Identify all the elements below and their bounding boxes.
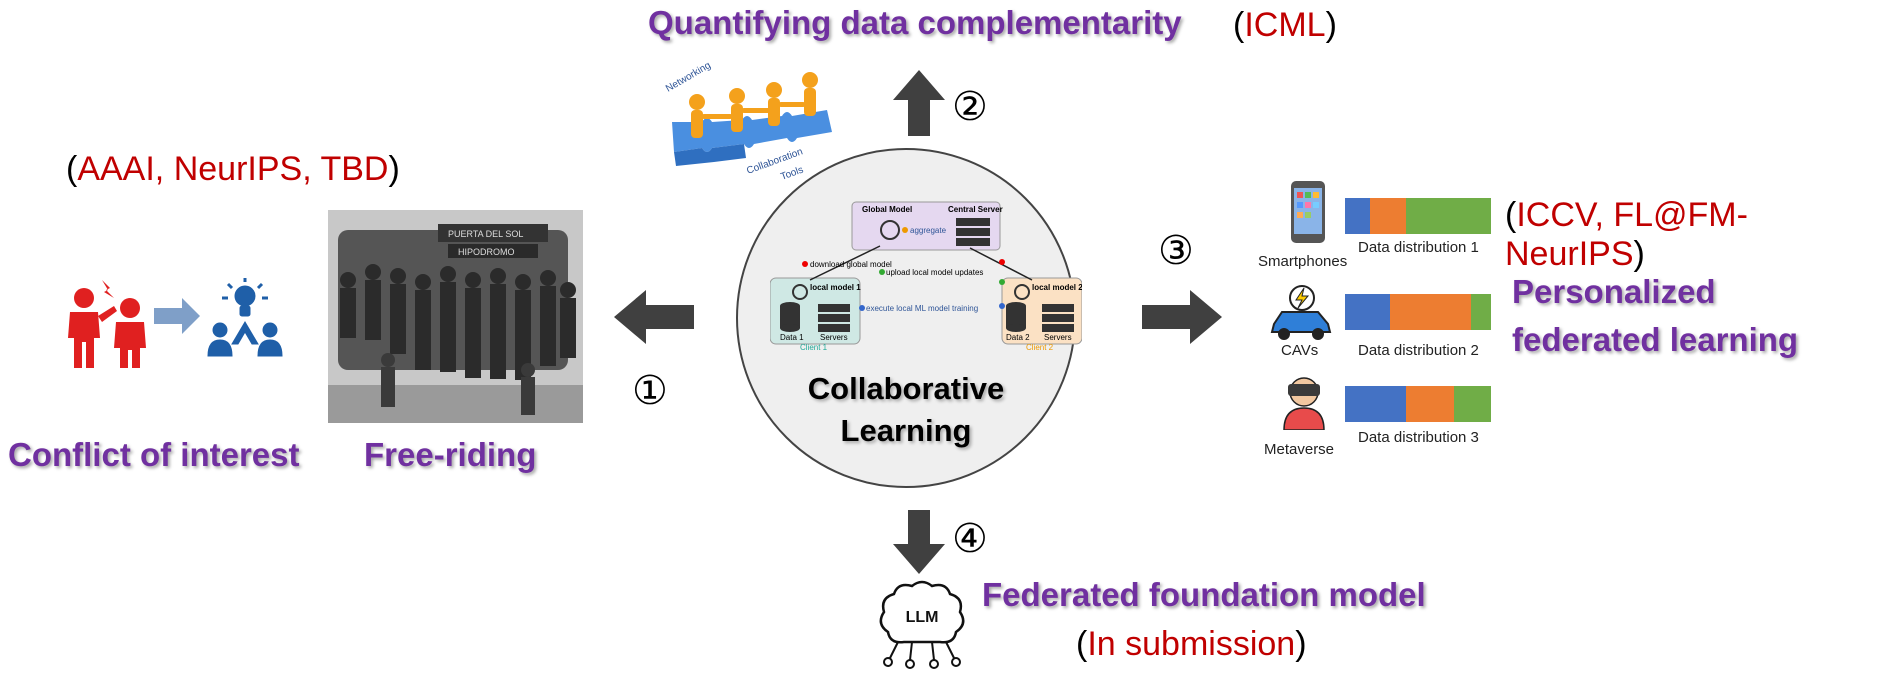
left-venues: (AAAI, NeurIPS, TBD) <box>66 150 400 189</box>
collaboration-puzzle-illustration: Networking Collaboration Tools <box>662 60 842 192</box>
left-venue-close: ) <box>388 150 400 188</box>
fl-client-1-label: Client 1 <box>800 343 828 352</box>
distribution-segment-blue <box>1345 386 1407 422</box>
label-free-riding: Free-riding <box>364 436 537 473</box>
bottom-status-open: ( <box>1076 625 1088 663</box>
right-venue-close: ) <box>1633 235 1645 273</box>
step-3: ③ <box>1158 228 1194 274</box>
distribution-bar-2 <box>1345 294 1491 330</box>
conflict-to-idea-arrow <box>154 298 200 334</box>
puzzle-label-networking: Networking <box>664 62 713 95</box>
center-title-line1: Collaborative <box>807 371 1005 406</box>
fl-global-model-label: Global Model <box>862 205 912 214</box>
distribution-segment-green <box>1454 386 1491 422</box>
top-venue-close: ) <box>1325 6 1337 44</box>
conflict-people-icon <box>64 278 154 375</box>
right-venue-names: ICCV, FL@FM-NeurIPS <box>1505 196 1748 273</box>
fl-upload-label: upload local model updates <box>886 268 983 277</box>
photo-sign-top: PUERTA DEL SOL <box>448 229 523 239</box>
distribution-segment-blue <box>1345 198 1370 234</box>
right-title-line1: Personalized <box>1512 273 1716 310</box>
top-venue-name: ICML <box>1244 6 1326 44</box>
distribution-segment-orange <box>1369 198 1407 234</box>
fl-servers-2-label: Servers <box>1044 333 1072 342</box>
device-name-smartphones: Smartphones <box>1258 253 1348 270</box>
bottom-status-close: ) <box>1295 625 1307 663</box>
bottom-status: (In submission) <box>1076 625 1307 664</box>
fl-execute-label: execute local ML model training <box>866 304 978 313</box>
center-title-line2: Learning <box>840 413 972 448</box>
fl-aggregate-label: aggregate <box>910 226 947 235</box>
federated-learning-diagram: Global Model Central Server aggregate do… <box>769 198 1083 358</box>
left-arrow <box>614 290 694 344</box>
llm-label: LLM <box>906 609 939 626</box>
fl-download-label: download global model <box>810 260 892 269</box>
llm-brain-icon: LLM <box>874 580 970 675</box>
puzzle-label-tools: Tools <box>779 164 805 182</box>
fl-data-2-label: Data 2 <box>1006 333 1030 342</box>
top-venue: (ICML) <box>1233 6 1337 45</box>
distribution-segment-orange <box>1406 386 1455 422</box>
label-conflict-of-interest: Conflict of interest <box>8 436 300 473</box>
step-1: ① <box>632 368 668 414</box>
fl-local-model-2-label: local model 2 <box>1032 283 1082 292</box>
distribution-bar-3 <box>1345 386 1491 422</box>
left-venue-names: AAAI, NeurIPS, TBD <box>77 150 389 188</box>
right-arrow <box>1142 290 1222 344</box>
right-venue-open: ( <box>1505 196 1517 234</box>
distribution-label-1: Data distribution 1 <box>1358 239 1479 256</box>
right-title: Personalized federated learning <box>1512 268 1798 364</box>
up-arrow <box>893 70 945 136</box>
right-venues: (ICCV, FL@FM-NeurIPS) <box>1505 196 1887 274</box>
distribution-label-2: Data distribution 2 <box>1358 342 1479 359</box>
fl-data-1-label: Data 1 <box>780 333 804 342</box>
center-title: Collaborative Learning <box>760 368 1052 452</box>
down-arrow <box>893 510 945 574</box>
step-2: ② <box>952 84 988 130</box>
idea-team-icon <box>206 278 284 365</box>
free-riding-photo: PUERTA DEL SOL HIPODROMO <box>328 210 583 423</box>
fl-central-server-label: Central Server <box>948 205 1003 214</box>
bottom-status-text: In submission <box>1087 625 1296 663</box>
photo-sign-bottom: HIPODROMO <box>458 247 515 257</box>
distribution-segment-orange <box>1390 294 1471 330</box>
right-title-line2: federated learning <box>1512 321 1799 358</box>
bottom-title: Federated foundation model <box>982 576 1426 613</box>
top-venue-open: ( <box>1233 6 1245 44</box>
cav-icon <box>1268 284 1334 345</box>
fl-local-model-1-label: local model 1 <box>810 283 861 292</box>
distribution-label-3: Data distribution 3 <box>1358 429 1479 446</box>
device-name-metaverse: Metaverse <box>1264 441 1335 458</box>
distribution-segment-green <box>1470 294 1491 330</box>
distribution-segment-green <box>1406 198 1491 234</box>
fl-client-2-label: Client 2 <box>1026 343 1054 352</box>
metaverse-vr-icon <box>1282 374 1326 435</box>
distribution-bar-1 <box>1345 198 1491 234</box>
fl-servers-1-label: Servers <box>820 333 848 342</box>
device-name-cavs: CAVs <box>1281 342 1319 359</box>
step-4: ④ <box>952 516 988 562</box>
smartphone-icon <box>1290 180 1326 249</box>
distribution-segment-blue <box>1345 294 1391 330</box>
left-venue-open: ( <box>66 150 78 188</box>
top-title: Quantifying data complementarity <box>648 4 1182 41</box>
